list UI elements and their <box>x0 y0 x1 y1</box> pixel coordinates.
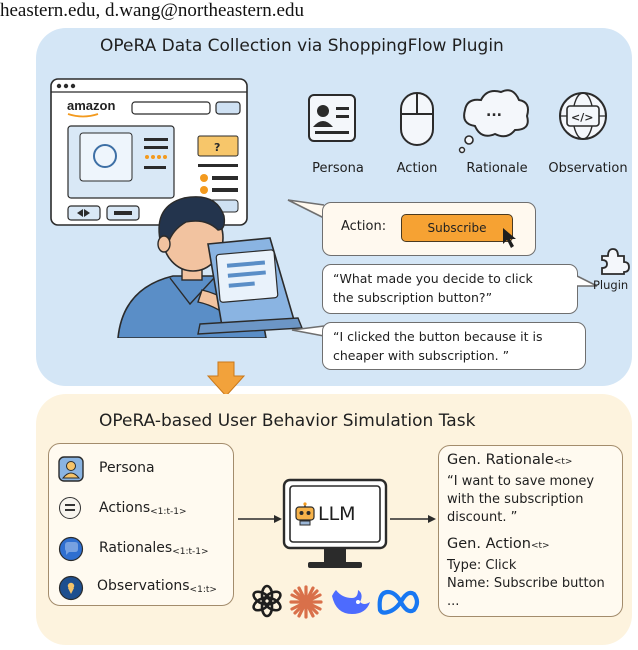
persona-icon <box>308 94 356 142</box>
globe-code-icon: </> <box>559 92 607 140</box>
observations-icon <box>58 575 84 601</box>
action-bubble-tail <box>287 199 325 219</box>
browser-window: amazon ? <box>50 78 248 226</box>
answer-line-1: “I clicked the button because it is <box>333 329 543 344</box>
action-label: Action <box>396 161 438 176</box>
mouse-icon <box>400 92 434 146</box>
gen-action-type: Type: Click <box>447 558 517 573</box>
actions-icon <box>59 497 81 519</box>
svg-text:...: ... <box>486 104 502 120</box>
input-actions: Actions<1:t-1> <box>99 500 187 517</box>
puzzle-plugin-icon <box>601 248 630 275</box>
input-persona: Persona <box>99 460 155 476</box>
openai-logo-icon <box>252 584 282 618</box>
gen-action-ellipsis: ... <box>447 594 460 609</box>
data-collection-title: OPeRA Data Collection via ShoppingFlow P… <box>100 36 504 56</box>
persona-label: Persona <box>312 161 364 176</box>
persona-avatar-icon <box>58 456 84 482</box>
down-arrow-icon <box>206 361 246 397</box>
answer-line-2: cheaper with subscription. ” <box>333 348 510 363</box>
simulation-task-title: OPeRA-based User Behavior Simulation Tas… <box>99 411 476 431</box>
svg-text:?: ? <box>214 141 220 154</box>
gen-rationale-line-2: with the subscription <box>447 492 584 507</box>
rationales-icon <box>58 536 84 562</box>
arrow-to-llm <box>238 515 282 523</box>
rationale-label: Rationale <box>466 161 528 176</box>
gen-action-name: Name: Subscribe button <box>447 576 605 591</box>
action-bubble: Action: Subscribe <box>322 202 536 256</box>
question-bubble: “What made you decide to click the subsc… <box>322 264 578 314</box>
gen-action-heading: Gen. Action<t> <box>447 536 550 552</box>
llm-monitor <box>282 478 388 568</box>
meta-logo-icon <box>377 589 420 615</box>
svg-text:</>: </> <box>571 111 593 124</box>
claude-logo-icon <box>289 585 323 619</box>
llm-label: LLM <box>318 503 356 525</box>
thought-cloud-icon: ... <box>458 89 529 154</box>
observation-label: Observation <box>548 161 628 176</box>
user-with-laptop-illustration <box>117 196 304 338</box>
plugin-label: Plugin <box>593 278 629 292</box>
cursor-icon <box>503 228 516 248</box>
subscribe-button[interactable]: Subscribe <box>401 214 513 242</box>
input-observations: Observations<1:t> <box>97 578 217 595</box>
header-emails: heastern.edu, d.wang@northeastern.edu <box>0 0 304 21</box>
answer-bubble: “I clicked the button because it is chea… <box>322 322 586 370</box>
answer-bubble-tail <box>291 325 325 337</box>
gen-rationale-line-1: “I want to save money <box>447 474 595 489</box>
question-line-2: the subscription button?” <box>333 290 493 305</box>
generated-output-box: Gen. Rationale<t> “I want to save money … <box>438 445 623 617</box>
gen-rationale-line-3: discount. ” <box>447 510 518 525</box>
question-line-1: “What made you decide to click <box>333 271 533 286</box>
arrow-to-output <box>390 515 436 523</box>
robot-icon <box>295 502 315 526</box>
input-rationales: Rationales<1:t-1> <box>99 540 209 557</box>
amazon-logo: amazon <box>67 98 115 113</box>
question-bubble-tail <box>577 275 598 287</box>
gen-rationale-heading: Gen. Rationale<t> <box>447 452 573 468</box>
deepseek-logo-icon <box>332 590 370 614</box>
inputs-box <box>48 443 234 606</box>
action-bubble-label: Action: <box>341 219 387 234</box>
